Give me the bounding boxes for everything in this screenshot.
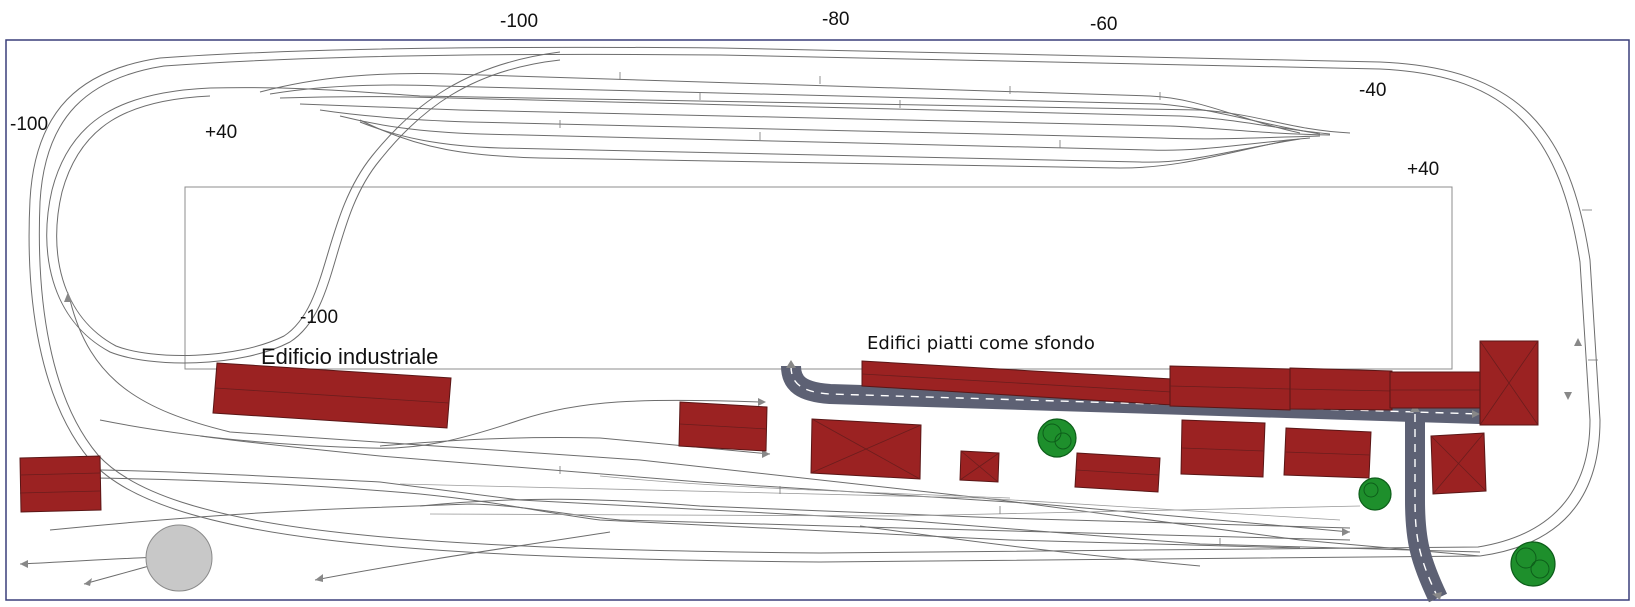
building-roof-icon [1430,432,1487,495]
track-arrow-icon [1574,338,1582,346]
building-roof-icon [959,450,1000,483]
building-roof-icon [1289,367,1393,411]
elevation-label: -60 [1090,14,1117,35]
elevation-label: +40 [205,122,237,143]
buildings [19,340,1539,513]
track-arrow-icon [1564,392,1572,400]
turntable-icon [145,524,213,592]
track-ticks [559,72,1598,546]
building-roof-icon [810,418,922,480]
building-roof-icon [1283,427,1372,479]
track-arrow-icon [20,560,28,568]
track-arrow-icon [762,450,770,458]
baseboard-frame [5,39,1630,601]
tree-icon [1510,541,1556,587]
building-roof-icon [1479,340,1539,426]
building-roof-icon [212,362,452,429]
building-roof-icon [1074,452,1161,493]
building-roof-icon [1180,419,1266,478]
flat-buildings-label: Edifici piatti come sfondo [867,333,1095,354]
upper-yard-tracks [209,73,1351,169]
track-arrow-icon [758,398,766,406]
track-arrow-icon [84,578,92,586]
elevation-label: -100 [500,11,538,32]
track-arrow-icon [315,574,323,582]
elevation-label: -100 [10,114,48,135]
lower-station-tracks [19,299,1481,585]
track-arrow-icon [64,292,72,302]
elevation-label: -40 [1359,80,1386,101]
outer-loop-track [28,46,1601,563]
track-arrow-icon [1342,528,1350,536]
inner-loop-track [46,51,561,364]
tree-icon [1358,477,1392,511]
building-roof-icon [1169,365,1291,411]
industrial-building-label: Edificio industriale [261,344,438,369]
elevation-label: -100 [300,307,338,328]
building-roof-icon [1389,371,1483,409]
elevation-label: +40 [1407,159,1439,180]
building-roof-icon [19,455,102,513]
elevation-label: -80 [822,9,849,30]
background-panel [184,186,1453,370]
building-roof-icon [678,401,768,452]
elevation-labels: -100 -80 -60 -40 -100 +40 +40 -100 [10,9,1439,328]
tree-icon [1037,418,1077,458]
trees [1037,418,1556,587]
